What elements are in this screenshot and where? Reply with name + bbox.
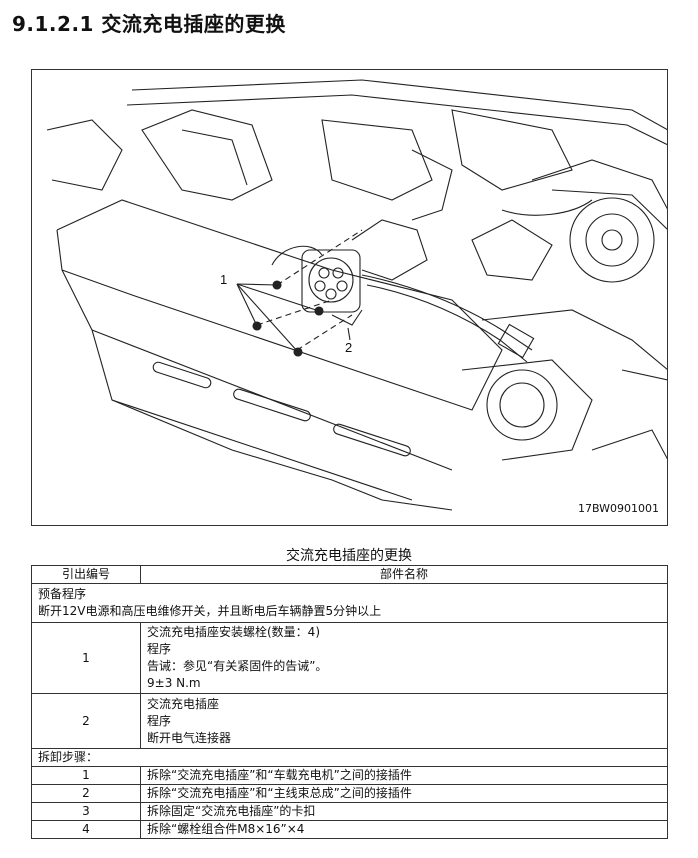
header-number: 引出编号 [31, 565, 141, 584]
steps-title-row: 拆卸步骤： [31, 748, 668, 767]
item-line: 告诫：参见“有关紧固件的告诫”。 [147, 659, 328, 673]
item-line: 交流充电插座 [147, 696, 220, 711]
step-text: 拆除“交流充电插座”和“主线束总成”之间的接插件 [140, 784, 668, 803]
callout-1: 1 [220, 272, 228, 287]
step-number: 3 [31, 802, 141, 821]
table-row: 2 交流充电插座 程序 断开电气连接器 [31, 693, 668, 749]
item-number: 2 [31, 693, 141, 749]
step-row: 4 拆除“螺栓组合件M8×16”×4 [31, 820, 668, 839]
table-caption: 交流充电插座的更换 [286, 548, 412, 564]
callout-2: 2 [345, 340, 353, 355]
technical-illustration [46, 79, 667, 511]
item-line: 程序 [147, 642, 172, 656]
table-header-row: 引出编号 部件名称 [31, 565, 668, 584]
item-number: 1 [31, 622, 141, 694]
step-row: 3 拆除固定“交流充电插座”的卡扣 [31, 802, 668, 821]
prep-row: 预备程序 断开12V电源和高压电维修开关，并且断电后车辆静置5分钟以上 [31, 583, 668, 623]
prep-text: 断开12V电源和高压电维修开关，并且断电后车辆静置5分钟以上 [38, 604, 382, 618]
page-title: 9.1.2.1 交流充电插座的更换 [12, 12, 286, 36]
header-part-name: 部件名称 [140, 565, 668, 584]
item-line: 程序 [147, 713, 172, 728]
prep-title: 预备程序 [38, 587, 87, 601]
step-number: 2 [31, 784, 141, 803]
procedure-table: 引出编号 部件名称 预备程序 断开12V电源和高压电维修开关，并且断电后车辆静置… [31, 565, 668, 839]
step-number: 4 [31, 820, 141, 839]
item-line: 9±3 N.m [147, 676, 201, 690]
figure: 1 2 17BW0901001 [31, 69, 668, 526]
figure-code: 17BW0901001 [577, 502, 659, 515]
step-text: 拆除“交流充电插座”和“车载充电机”之间的接插件 [140, 766, 668, 785]
item-line: 断开电气连接器 [147, 730, 232, 745]
item-line: 交流充电插座安装螺栓(数量：4) [147, 625, 320, 639]
step-number: 1 [31, 766, 141, 785]
step-row: 2 拆除“交流充电插座”和“主线束总成”之间的接插件 [31, 784, 668, 803]
table-row: 1 交流充电插座安装螺栓(数量：4) 程序 告诫：参见“有关紧固件的告诫”。 9… [31, 622, 668, 694]
step-text: 拆除“螺栓组合件M8×16”×4 [140, 820, 668, 839]
step-text: 拆除固定“交流充电插座”的卡扣 [140, 802, 668, 821]
step-row: 1 拆除“交流充电插座”和“车载充电机”之间的接插件 [31, 766, 668, 785]
steps-title: 拆卸步骤： [31, 748, 668, 767]
